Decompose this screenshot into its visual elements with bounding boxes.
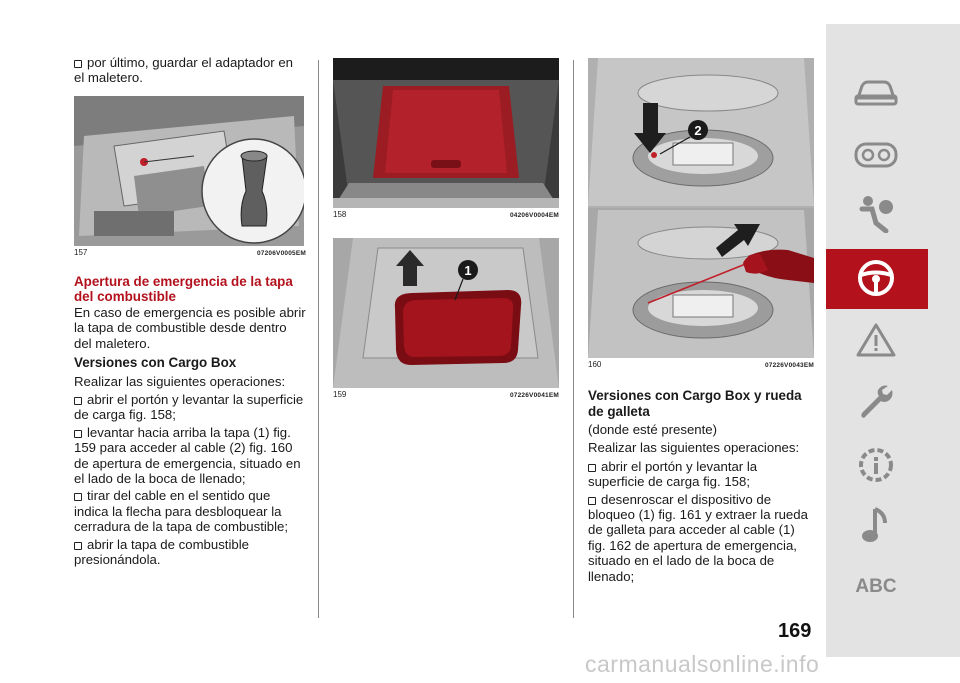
figure-159: 1 — [333, 238, 559, 388]
figure-number: 157 — [74, 247, 88, 257]
figure-number: 158 — [333, 210, 347, 219]
abc-icon[interactable]: ABC — [852, 566, 900, 608]
warning-icon[interactable] — [852, 319, 900, 361]
figure-caption: 158 04206V0004EM — [333, 210, 559, 221]
paragraph: En caso de emergencia es posible abrir l… — [74, 304, 306, 351]
callout-label: 2 — [694, 123, 701, 138]
figure-code: 07226V0043EM — [764, 362, 814, 369]
section-heading: Apertura de emergencia de la tapa del co… — [74, 273, 293, 305]
figure-code: 07226V0041EM — [509, 392, 559, 399]
figure-caption: 157 07206V0005EM — [74, 248, 306, 259]
figure-number: 160 — [588, 360, 602, 369]
bullet-item: levantar hacia arriba la tapa (1) fig. 1… — [74, 425, 306, 487]
subheading: Versiones con Cargo Box y rueda de galle… — [588, 388, 802, 419]
trunk-adapter-illustration — [74, 95, 304, 246]
figure-caption: 160 07226V0043EM — [588, 360, 814, 371]
abc-label: ABC — [855, 576, 897, 597]
music-note-icon[interactable] — [852, 504, 900, 546]
emergency-cable-illustration: 2 — [588, 58, 814, 358]
column-right: 2 160 07226V0043EM Versiones con Cargo B… — [588, 58, 814, 584]
bullet-item: abrir el portón y levantar la superficie… — [74, 392, 306, 423]
figure-160: 2 — [588, 58, 814, 358]
subheading: Versiones con Cargo Box — [74, 355, 237, 371]
trunk-open-illustration — [333, 58, 559, 208]
paragraph: (donde esté presente) — [588, 422, 718, 437]
airbag-icon[interactable] — [852, 192, 900, 234]
wrench-icon[interactable] — [852, 381, 900, 423]
bullet-item: por último, guardar el adaptador en el m… — [74, 55, 306, 86]
steering-wheel-icon[interactable] — [852, 257, 900, 299]
cargo-box-illustration: 1 — [333, 238, 559, 388]
column-divider — [318, 60, 319, 618]
service-icon[interactable] — [852, 444, 900, 486]
column-left: por último, guardar el adaptador en el m… — [74, 55, 306, 567]
chapter-sidebar: ABC — [826, 24, 960, 657]
figure-code: 07206V0005EM — [256, 249, 306, 257]
column-middle: 158 04206V0004EM 1 159 07226V0041EM — [333, 58, 559, 401]
callout-label: 1 — [464, 263, 471, 278]
figure-number: 159 — [333, 390, 347, 399]
column-divider — [573, 60, 574, 618]
paragraph: Realizar las siguientes operaciones: — [588, 440, 800, 456]
bullet-item: desenroscar el dispositivo de bloqueo (1… — [588, 492, 814, 584]
figure-code: 04206V0004EM — [509, 212, 559, 219]
gauge-icon[interactable] — [852, 134, 900, 176]
figure-157 — [74, 95, 304, 246]
figure-158 — [333, 58, 559, 208]
paragraph: Realizar las siguientes operaciones: — [74, 373, 286, 389]
bullet-item: abrir la tapa de combustible presionándo… — [74, 537, 306, 568]
figure-caption: 159 07226V0041EM — [333, 390, 559, 401]
car-icon[interactable] — [852, 72, 900, 114]
watermark: carmanualsonline.info — [585, 651, 820, 677]
page-number: 169 — [778, 620, 812, 642]
bullet-item: tirar del cable en el sentido que indica… — [74, 488, 306, 534]
bullet-item: abrir el portón y levantar la superficie… — [588, 459, 814, 490]
